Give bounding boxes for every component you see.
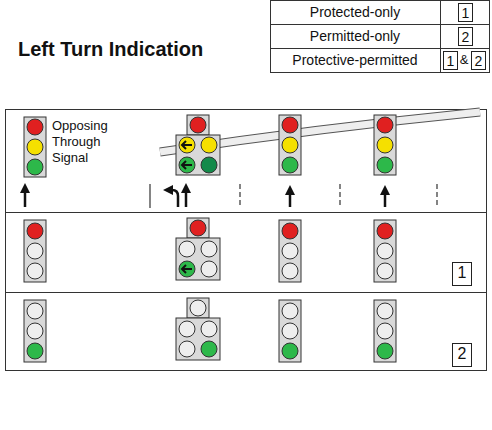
protected-signals (24, 218, 396, 282)
diagram-title: Left Turn Indication (18, 38, 203, 61)
number-box: 1 (443, 51, 458, 70)
number-box: 2 (458, 27, 473, 46)
left-turn-signal (176, 115, 220, 175)
lane-arrows (25, 188, 385, 207)
table-cell: Protective-permitted (270, 48, 440, 72)
table-cell: & (459, 48, 469, 72)
through-signal (279, 115, 396, 175)
permitted-signals (24, 298, 396, 362)
number-box: 2 (471, 51, 486, 70)
lane-lines (150, 184, 437, 208)
callout-number: 2 (458, 345, 467, 362)
callout-number: 1 (458, 264, 467, 281)
number-box: 1 (452, 262, 472, 286)
callout-number: 2 (475, 53, 483, 69)
legend-table (270, 0, 490, 73)
opposing-signal (24, 117, 46, 177)
callout-number: 2 (462, 29, 470, 45)
number-box: 1 (458, 3, 473, 22)
table-cell: Protected-only (270, 0, 440, 24)
diagram-frame (5, 110, 487, 371)
signal-note: Opposing Through Signal (52, 118, 116, 166)
mast-arm (160, 112, 480, 152)
callout-number: 1 (462, 5, 470, 21)
callout-number: 1 (447, 53, 455, 69)
number-box: 2 (452, 343, 472, 367)
table-cell: Permitted-only (270, 24, 440, 48)
